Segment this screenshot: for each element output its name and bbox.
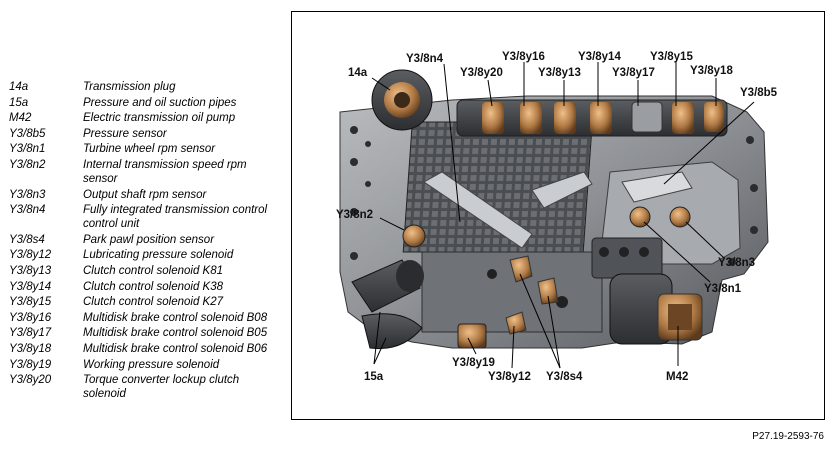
legend-code: Y3/8y12 [9,249,52,262]
label-15a: 15a [364,371,384,383]
legend-description: Torque converter lockup clutch solenoid [83,374,240,401]
label-n4: Y3/8n4 [406,53,444,65]
label-y20: Y3/8y20 [460,67,503,79]
legend-code: Y3/8n4 [9,204,46,217]
legend-description: Pressure and oil suction pipes [83,96,237,109]
legend-row: Y3/8y13 Clutch control solenoid K81 [9,264,281,278]
legend-description: Pressure sensor [83,127,167,140]
electric-oil-pump [609,273,703,345]
legend-row: 15a Pressure and oil suction pipes [9,96,281,110]
label-m42: M42 [666,371,688,383]
legend-row: Y3/8n4 Fully integrated transmission cont… [9,203,281,231]
label-y18: Y3/8y18 [690,65,733,77]
rpm-sensor-n2 [402,224,426,248]
legend-row: Y3/8y18 Multidisk brake control solenoid … [9,342,281,356]
label-s4: Y3/8s4 [546,371,583,383]
legend-code: Y3/8n3 [9,188,46,201]
legend-row: Y3/8y19 Working pressure solenoid [9,358,281,372]
working-pressure-solenoid [457,323,487,349]
legend-description: Multidisk brake control solenoid B05 [83,327,268,340]
legend-code: Y3/8y16 [9,311,52,324]
legend-row: Y3/8y16 Multidisk brake control solenoid … [9,311,281,325]
label-n2: Y3/8n2 [336,209,373,221]
legend-row: M42 Electric transmission oil pump [9,111,281,125]
legend-row: Y3/8s4 Park pawl position sensor [9,233,281,247]
label-y14: Y3/8y14 [578,51,621,63]
legend-code: Y3/8b5 [9,127,46,140]
legend-row: Y3/8n1 Turbine wheel rpm sensor [9,142,281,156]
legend-list: 14a Transmission plug 15a Pressure and oil … [9,80,281,403]
diagram-frame: 14a Y3/8n4 Y3/8y16 Y3/8y14 Y3/8y15 Y3/8y… [291,11,825,420]
legend-description: Clutch control solenoid K38 [83,280,223,293]
transmission-plug [371,69,433,131]
legend-description: Output shaft rpm sensor [83,188,207,201]
legend-code: Y3/8n1 [9,143,46,156]
rpm-sensor-n3 [669,206,691,228]
legend-row: Y3/8y20 Torque converter lockup clutch so… [9,373,281,401]
legend-description: Transmission plug [83,81,176,93]
label-y16: Y3/8y16 [502,51,545,63]
solenoid-bank [482,101,724,134]
legend-description: Internal transmission speed rpm sensor [83,158,247,185]
legend-code: M42 [9,112,32,125]
label-y15: Y3/8y15 [650,51,693,63]
label-n3: Y3/8n3 [718,257,755,269]
legend-description: Multidisk brake control solenoid B06 [83,342,268,355]
valve-body [339,95,769,349]
label-n1: Y3/8n1 [704,283,742,295]
legend-row: Y3/8y12 Lubricating pressure solenoid [9,248,281,262]
label-b5: Y3/8b5 [740,87,778,99]
legend-description: Lubricating pressure solenoid [83,249,234,262]
legend-code: 15a [9,96,29,109]
legend-description: Electric transmission oil pump [83,112,236,125]
legend-row: 14a Transmission plug [9,80,281,94]
label-y17: Y3/8y17 [612,67,655,79]
legend-code: Y3/8y17 [9,327,52,340]
legend-row: Y3/8n2 Internal transmission speed rpm se… [9,158,281,186]
legend-code: Y3/8y18 [9,342,52,355]
legend-description: Fully integrated transmission control co… [83,204,268,231]
legend-code: Y3/8s4 [9,233,45,246]
legend-description: Working pressure solenoid [83,358,220,371]
rpm-sensor-n1 [629,206,651,228]
label-14a: 14a [348,67,368,79]
legend-row: Y3/8n3 Output shaft rpm sensor [9,188,281,202]
leader-lines [371,62,755,369]
figure-code: P27.19-2593-76 [752,431,824,442]
legend-code: Y3/8y13 [9,264,52,277]
legend-row: Y3/8b5 Pressure sensor [9,127,281,141]
legend-code: Y3/8y15 [9,296,52,309]
legend-code: 14a [9,81,29,93]
legend-description: Turbine wheel rpm sensor [83,143,216,156]
legend-description: Multidisk brake control solenoid B08 [83,311,268,324]
legend-row: Y3/8y14 Clutch control solenoid K38 [9,280,281,294]
legend-code: Y3/8n2 [9,158,46,171]
label-y13: Y3/8y13 [538,67,581,79]
legend-code: Y3/8y20 [9,374,52,387]
legend-code: Y3/8y14 [9,280,52,293]
legend-row: Y3/8y15 Clutch control solenoid K27 [9,295,281,309]
legend-description: Clutch control solenoid K81 [83,264,223,277]
label-y19: Y3/8y19 [452,357,495,369]
valve-body-diagram: 14a Y3/8n4 Y3/8y16 Y3/8y14 Y3/8y15 Y3/8y… [336,51,778,383]
legend-description: Park pawl position sensor [83,233,215,246]
legend-row: Y3/8y17 Multidisk brake control solenoid … [9,326,281,340]
legend-description: Clutch control solenoid K27 [83,296,223,309]
callout-labels: 14a Y3/8n4 Y3/8y16 Y3/8y14 Y3/8y15 Y3/8y… [336,51,778,383]
label-y12: Y3/8y12 [488,371,531,383]
legend-code: Y3/8y19 [9,358,52,371]
